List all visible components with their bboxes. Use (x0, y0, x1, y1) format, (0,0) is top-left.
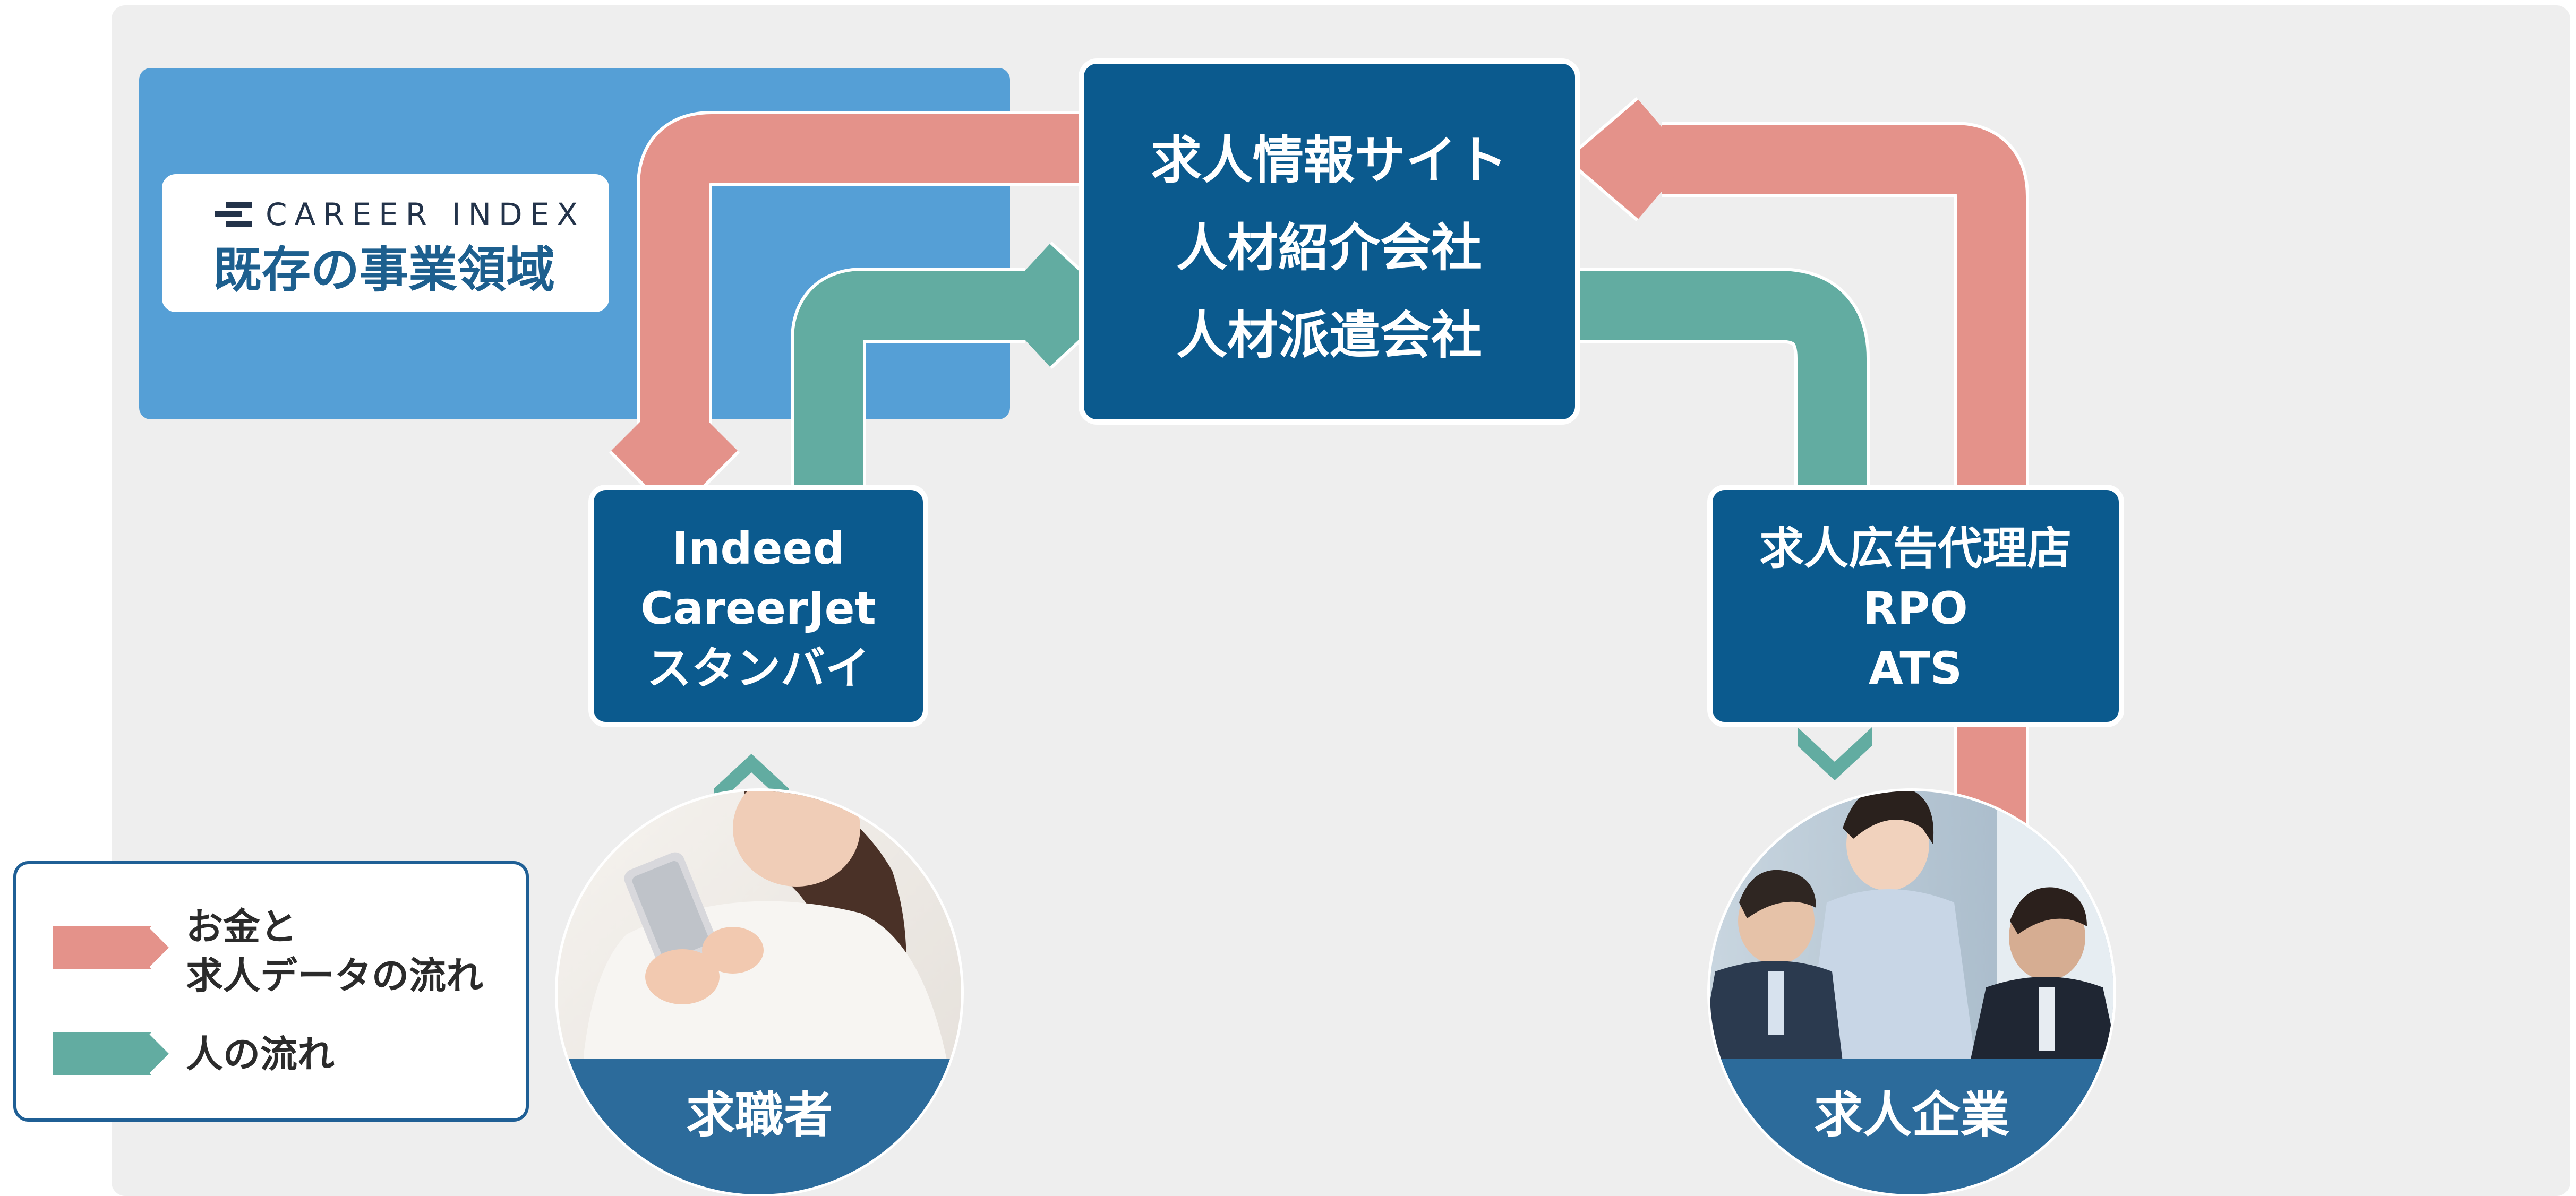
people-flow-arrow-left (791, 242, 1121, 494)
career-index-logo-text: CAREER INDEX (266, 196, 585, 233)
agency-box-line2: RPO (1863, 582, 1968, 634)
agency-box-line3: ATS (1869, 642, 1962, 694)
center-box-line2: 人材紹介会社 (1176, 218, 1482, 278)
business-team-photo (1710, 791, 2113, 1194)
job-seeker-label: 求職者 (686, 1087, 833, 1143)
legend-people-swatch (53, 1030, 177, 1077)
money-flow-arrow-right (1563, 97, 2029, 828)
legend-money-line2: 求人データの流れ (186, 954, 483, 997)
aggregator-box-line1: Indeed (672, 522, 844, 574)
legend: お金と 求人データの流れ 人の流れ (13, 861, 529, 1122)
aggregator-box-line3: スタンバイ (647, 642, 870, 694)
legend-money-line1: お金と (186, 905, 297, 949)
employer-node: 求人企業 (1707, 788, 2116, 1196)
employer-label: 求人企業 (1814, 1087, 2009, 1143)
legend-people: 人の流れ (186, 1032, 335, 1076)
agency-box-line1: 求人広告代理店 (1759, 522, 2072, 574)
existing-area-title: 既存の事業領域 (213, 242, 555, 298)
career-index-badge: CAREER INDEX 既存の事業領域 (162, 174, 609, 312)
people-flow-arrow-right (1572, 268, 1870, 494)
legend-money-swatch (53, 924, 177, 971)
aggregator-box: Indeed CareerJet スタンバイ (588, 485, 928, 727)
money-flow-arrow-top-left (609, 111, 1083, 519)
center-box-line1: 求人情報サイト (1151, 131, 1508, 190)
center-box-line3: 人材派遣会社 (1176, 306, 1482, 365)
center-box: 求人情報サイト 人材紹介会社 人材派遣会社 (1079, 58, 1580, 425)
people-flow-chevron-down (1798, 727, 1872, 780)
career-index-logo-icon (215, 202, 252, 227)
aggregator-box-line2: CareerJet (640, 582, 876, 634)
agency-box: 求人広告代理店 RPO ATS (1707, 485, 2124, 727)
people-flow-chevron-up (714, 754, 789, 807)
